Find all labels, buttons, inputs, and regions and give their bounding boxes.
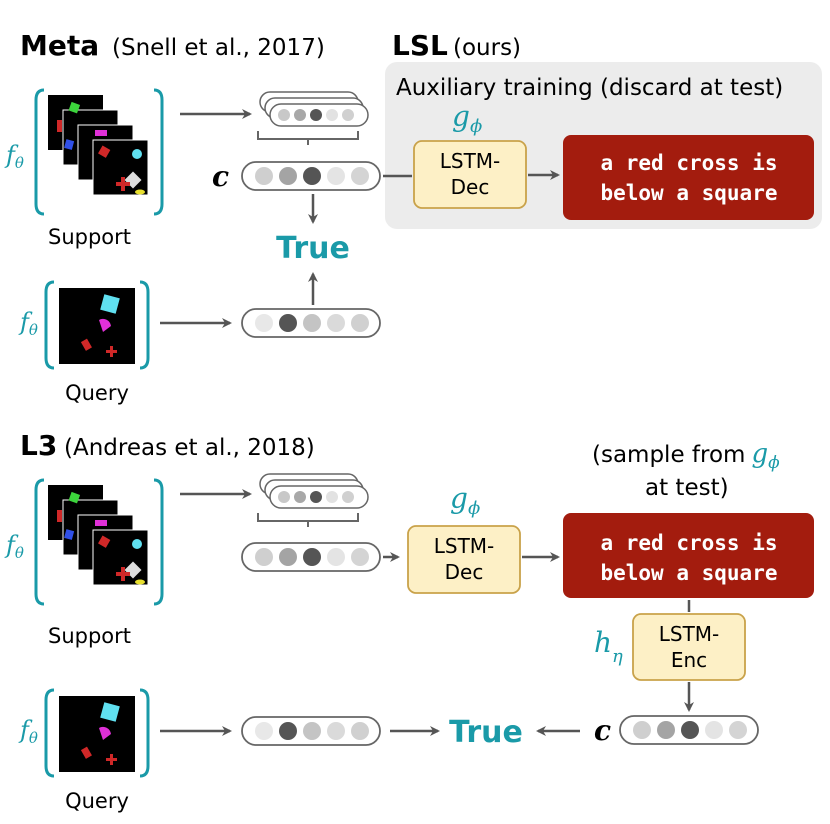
- g-phi-label-bottom: gϕ: [450, 482, 480, 519]
- support-images-top: [47, 94, 149, 196]
- f-theta-query-top: fθ: [18, 308, 38, 339]
- support-set-top: [34, 88, 164, 216]
- lsl-title: LSL: [392, 29, 448, 62]
- auxiliary-training-label: Auxiliary training (discard at test): [396, 75, 783, 101]
- query-embedding-top: [241, 308, 381, 338]
- query-label-top: Query: [65, 381, 129, 405]
- meta-citation: (Snell et al., 2017): [112, 35, 325, 61]
- lstm-encoder-label-line2: Enc: [671, 648, 707, 672]
- support-label-bottom: Support: [48, 624, 131, 648]
- g-phi-label-top: gϕ: [452, 100, 482, 137]
- aggregate-brace-top: [257, 131, 359, 145]
- l3-citation: (Andreas et al., 2018): [64, 435, 315, 461]
- lstm-encoder-box: [632, 613, 746, 681]
- query-label-bottom: Query: [65, 789, 129, 813]
- query-set-bottom: [44, 688, 150, 778]
- lstm-decoder-label-top-line1: LSTM-: [440, 149, 501, 173]
- sentence-text-top-line1: a red cross is: [600, 151, 777, 175]
- support-label-top: Support: [48, 225, 131, 249]
- h-eta-label: hη: [594, 626, 623, 667]
- c-label-top: c: [212, 160, 229, 193]
- prototype-c-top: [241, 161, 381, 191]
- sentence-text-bottom-line2: below a square: [600, 561, 777, 585]
- lstm-encoder-label-line1: LSTM-: [659, 622, 720, 646]
- lstm-decoder-box-top: [413, 140, 527, 209]
- support-embeddings-stack-bottom: [259, 473, 369, 509]
- support-set-bottom: [34, 478, 164, 606]
- true-label-top: True: [276, 231, 350, 266]
- l3-title: L3: [20, 429, 57, 462]
- lstm-decoder-label-top-line2: Dec: [451, 175, 490, 199]
- f-theta-query-bottom: fθ: [18, 716, 38, 747]
- sentence-box-bottom: [563, 513, 814, 598]
- support-images-bottom: [47, 484, 149, 586]
- lstm-decoder-box-bottom: [407, 525, 521, 594]
- query-set-top: [44, 280, 150, 370]
- sentence-text-bottom-line1: a red cross is: [600, 531, 777, 555]
- sentence-text-top-line2: below a square: [600, 181, 777, 205]
- aggregate-brace-bottom: [257, 513, 359, 527]
- prototype-bottom: [241, 542, 381, 572]
- true-label-bottom: True: [449, 715, 523, 750]
- sentence-box-top: [563, 135, 814, 220]
- support-embeddings-stack-top: [259, 91, 369, 127]
- lstm-decoder-label-bottom-line2: Dec: [445, 560, 484, 584]
- f-theta-support-bottom: fθ: [4, 531, 24, 562]
- query-image-top: [59, 288, 135, 364]
- lstm-decoder-label-bottom-line1: LSTM-: [434, 534, 495, 558]
- lsl-citation: (ours): [453, 35, 521, 61]
- query-image-bottom: [59, 696, 135, 772]
- prototype-c-bottom: [619, 715, 759, 745]
- meta-title: Meta: [20, 29, 99, 62]
- c-label-bottom: c: [594, 714, 611, 747]
- query-embedding-bottom: [241, 716, 381, 746]
- sample-note-line2: at test): [645, 475, 729, 501]
- f-theta-support-top: fθ: [4, 141, 24, 172]
